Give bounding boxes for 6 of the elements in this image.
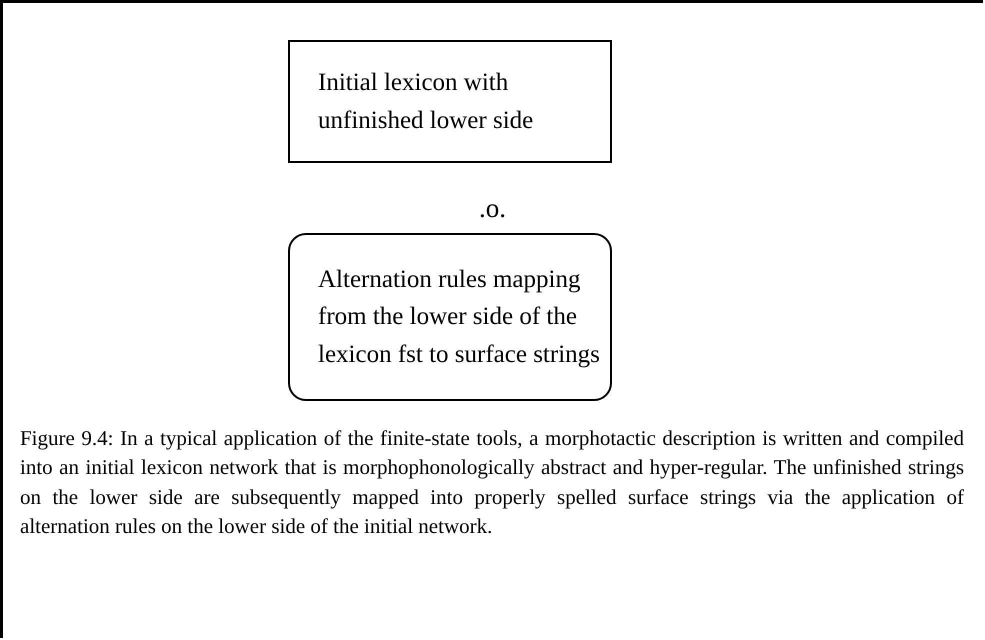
box-text: Alternation rules mapping from the lower side of the lexicon fst to surface strings xyxy=(318,264,601,370)
figure-caption: Figure 9.4: In a typical application of the finite-state tools, a morphotactic description is written and compiled into an initial lexicon network that is morphophonologically abstract and hyper-regular. The unfinished strings on the lower side are subsequently mapped into properly spelled surface strings via the application of alternation rules on the lower side of the initial network. xyxy=(20,425,964,540)
box-text: Initial lexicon with unfinished lower side xyxy=(318,68,534,136)
composition-operator: .o. xyxy=(479,193,506,223)
process-box xyxy=(288,40,612,163)
rounded-box xyxy=(288,233,612,401)
